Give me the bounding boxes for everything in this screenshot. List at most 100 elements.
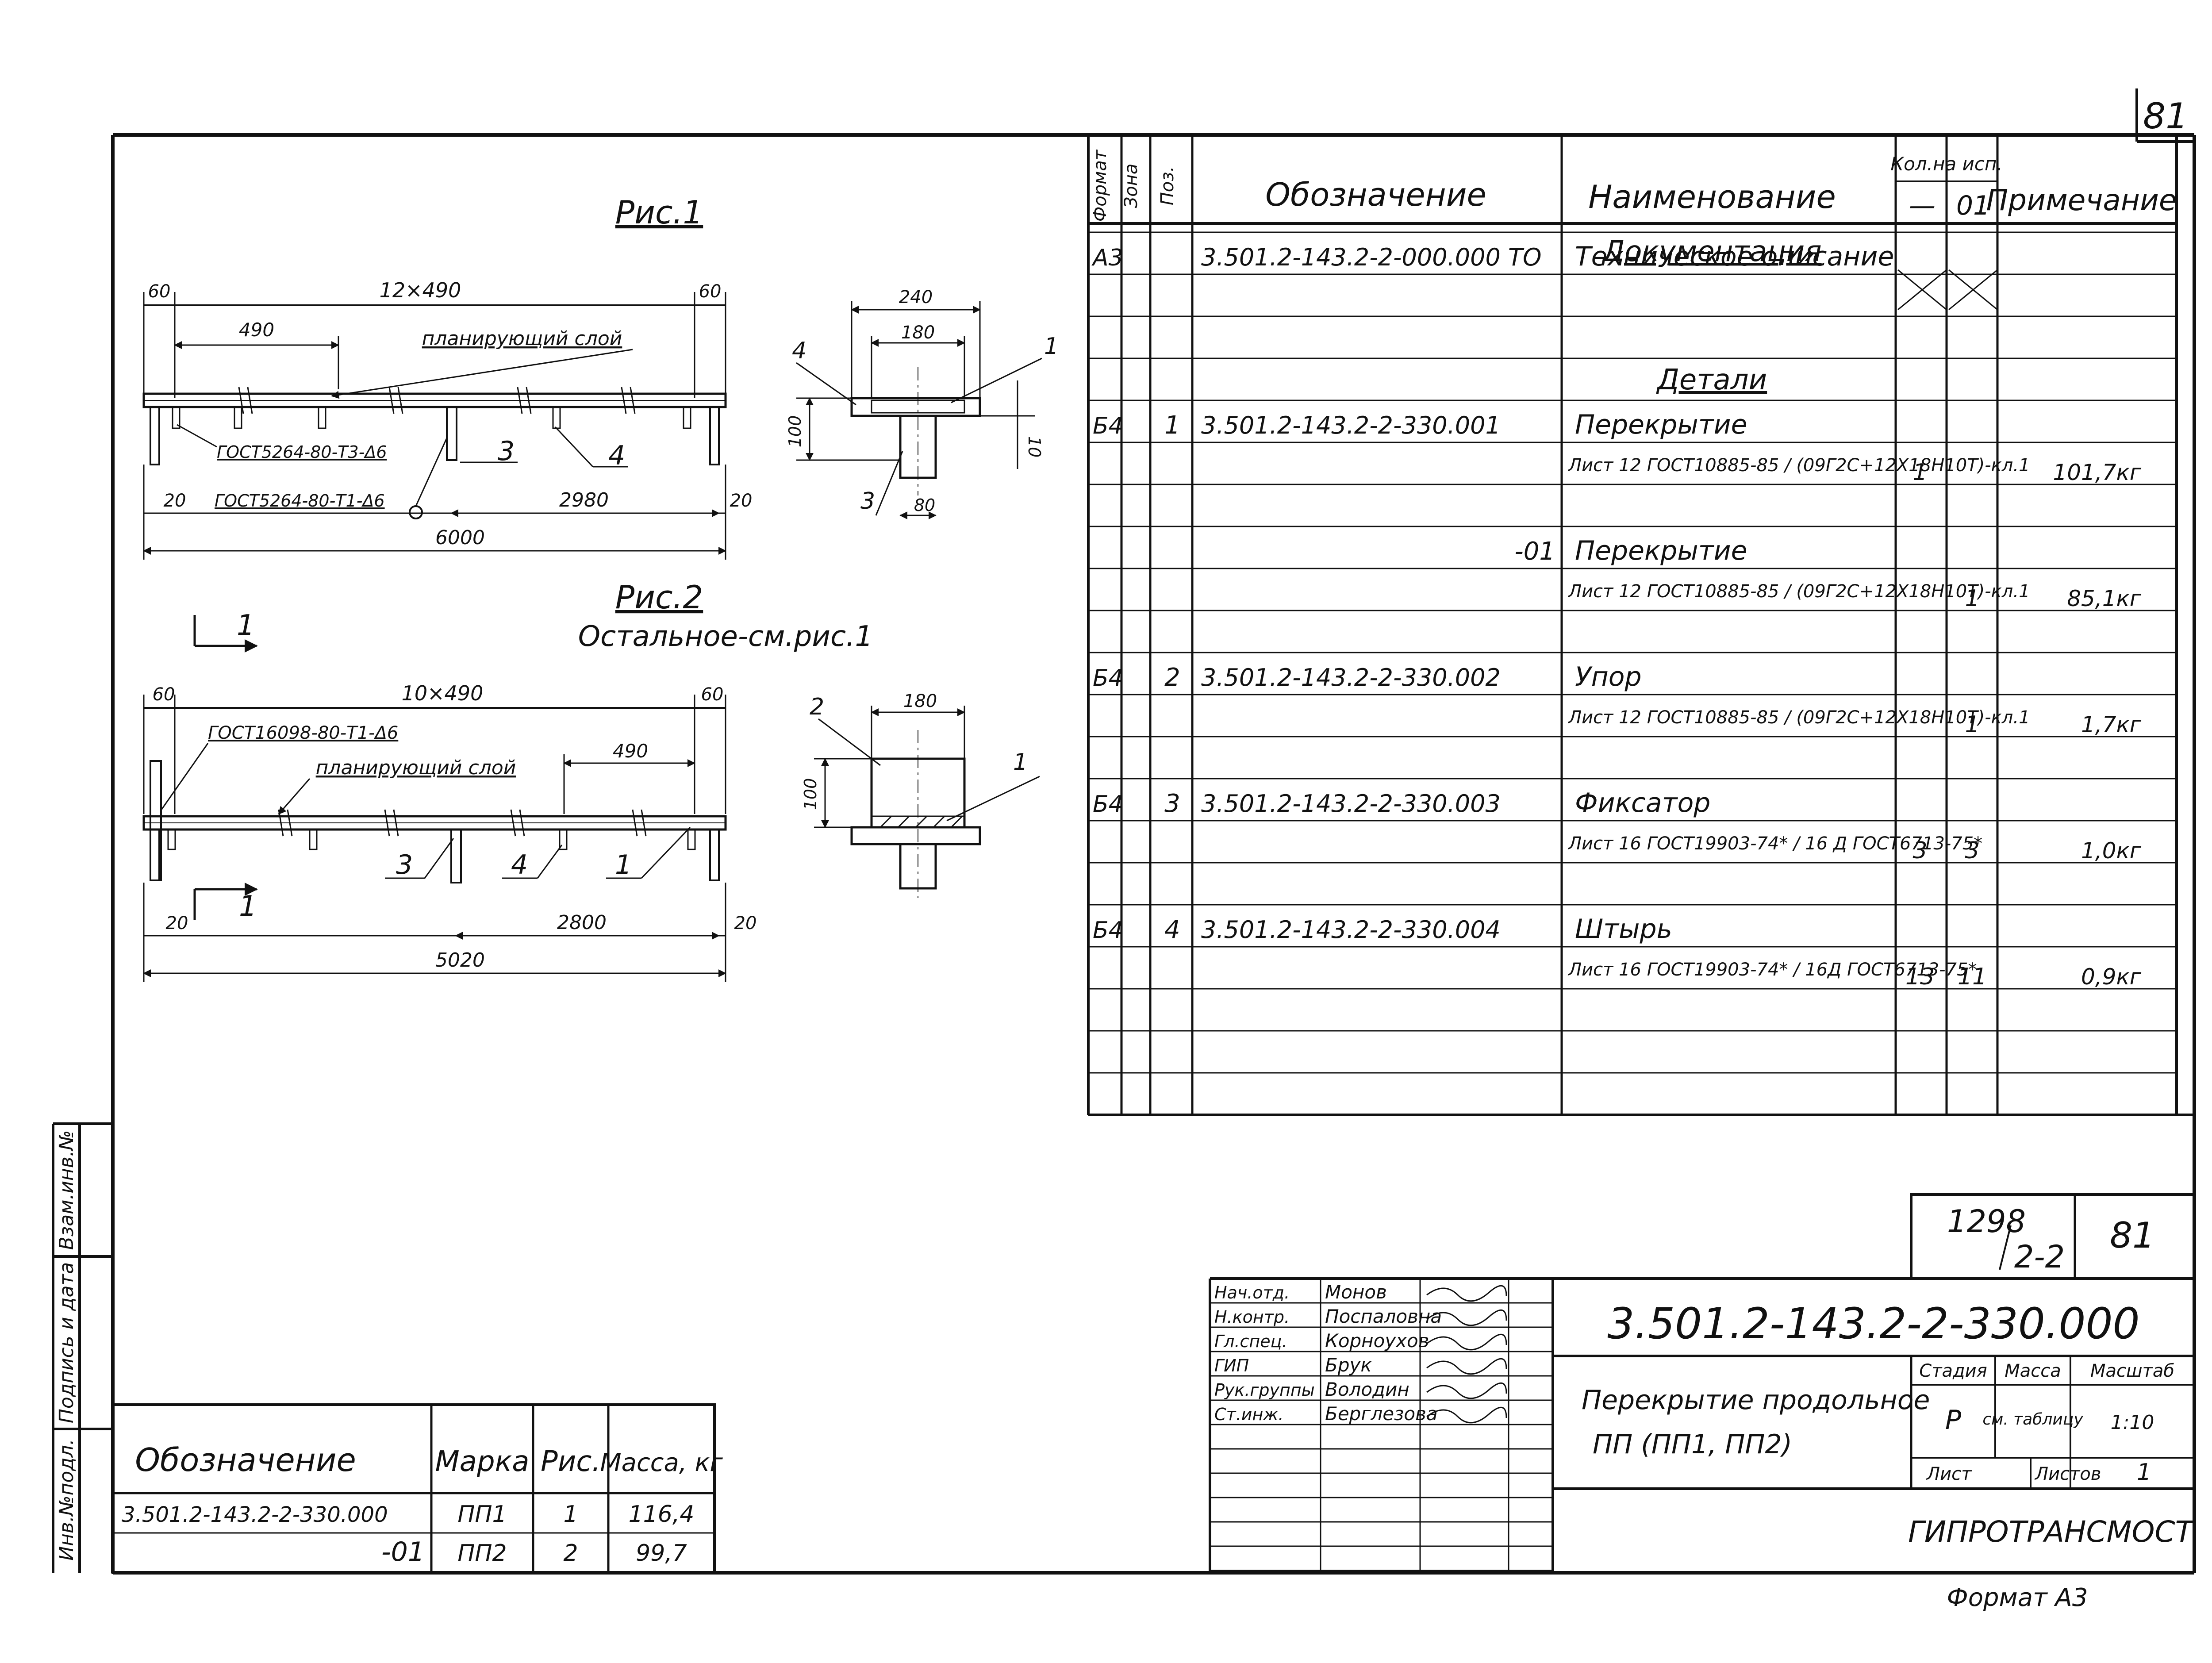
title-product-name-2: ПП (ПП1, ПП2) [1593,1429,1792,1460]
format-note: Формат А3 [1947,1583,2088,1612]
spec-row-qty-01: 1 [1965,585,1979,612]
spec-header-zone: Зона [1121,164,1141,208]
spec-row-qty-base: 13 [1905,964,1935,990]
section2-pos-2: 2 [810,694,824,720]
marks-row-mass: 116,4 [629,1501,695,1528]
scale-label: Масштаб [2090,1361,2174,1381]
fig1-dim-60-left: 60 [148,281,171,302]
spec-row-format: Б4 [1093,917,1123,944]
marks-table: Обозначение Марка Рис. Масса, кг 3.501.2… [111,1403,723,1574]
fig1-dim-20-right: 20 [730,491,753,511]
marks-header-designation: Обозначение [135,1441,356,1479]
section1-dim-180: 180 [901,323,935,343]
page-number-box: 81 [2135,88,2194,143]
fig2-weld: ГОСТ16098-80-Т1-Δ6 [208,723,398,743]
signature-role: Ст.инж. [1214,1405,1284,1424]
signature-role: Гл.спец. [1214,1332,1287,1351]
scale-value: 1:10 [2111,1411,2154,1434]
spec-row-qty-base: 3 [1912,837,1927,864]
spec-row-designation: 3.501.2-143.2-2-330.003 [1201,790,1501,818]
fig2-dim-20-left: 20 [166,913,188,933]
spec-row-format: Б4 [1093,665,1123,691]
sign-date-label: Подпись и дата [55,1262,78,1423]
section1-dim-100: 100 [785,415,805,448]
mass-label: Масса [2005,1361,2061,1381]
section2-pos-1: 1 [1013,749,1028,776]
section1-pos-1: 1 [1044,333,1059,360]
spec-row: Лист 16 ГОСТ19903-74* / 16Д ГОСТ6713-75*… [1567,960,2142,990]
signature-scribble [1426,1285,1507,1302]
signature-row: Рук.группы Володин [1214,1379,1507,1400]
spec-row-designation: 3.501.2-143.2-2-330.001 [1201,411,1501,439]
section1-dim-240: 240 [899,287,933,307]
signature-role: ГИП [1214,1356,1249,1375]
fig2-dim-2800: 2800 [557,911,607,934]
spec-header-qty: Кол.на исп. [1890,153,2002,175]
fig2-subtitle: Остальное-см.рис.1 [578,620,873,653]
spec-row-qty-01: 11 [1958,964,1987,990]
figure-1: Рис.1 60 12×490 60 490 планирующий слой … [142,194,753,560]
marks-header-mass: Масса, кг [600,1448,723,1477]
spec-row-qty-base: 1 [1912,459,1927,486]
title-product-name-1: Перекрытие продольное [1582,1385,1930,1416]
fig2-pos-1: 1 [615,849,632,880]
signature-row: Ст.инж.Берглезова [1214,1403,1507,1425]
spec-row-note: 1,7кг [2081,712,2142,737]
spec-row-qty-01: 1 [1965,711,1979,738]
left-strip: Взам.инв.№ Подпись и дата Инв.№подл. [52,1122,113,1573]
sheet-frame [111,133,2196,1575]
marks-row-mass: 99,7 [636,1540,687,1567]
fig2-title: Рис.2 [615,579,703,616]
title-sheet-number: 81 [2110,1215,2155,1256]
fig2-pos-4: 4 [511,849,528,880]
fig1-title: Рис.1 [615,194,703,231]
signature-role: Рук.группы [1214,1380,1315,1400]
spec-header-name: Наименование [1588,178,1836,215]
spec-header-designation: Обозначение [1265,176,1486,213]
fig2-dim-10x490: 10×490 [402,681,484,705]
marks-row-fig: 1 [563,1501,578,1528]
fig2-dim-60-right: 60 [701,684,724,705]
marks-header-mark: Марка [435,1445,530,1478]
spec-row: Лист 12 ГОСТ10885-85 / (09Г2С+12Х18Н10Т)… [1567,581,2142,612]
spec-header-qty-01: 01 [1956,190,1990,221]
fig1-pos-3: 3 [498,436,515,467]
spec-row-note: 85,1кг [2067,586,2142,611]
sheets-label: Листов [2034,1464,2101,1484]
spec-row-pos: 4 [1164,915,1180,944]
spec-row-designation: 3.501.2-143.2-2-000.000 ТО [1201,243,1541,271]
spec-row-designation: -01 [1515,537,1555,566]
album-sub: 2-2 [2014,1239,2065,1275]
fig1-dim-6000: 6000 [435,526,485,549]
marks-row-mark: ПП1 [457,1501,507,1528]
section2-dim-100: 100 [801,778,820,810]
fig1-pos-4: 4 [608,440,625,471]
repl-inv-label: Взам.инв.№ [55,1130,78,1250]
spec-section-parts: Детали [1656,364,1767,396]
spec-row: Лист 12 ГОСТ10885-85 / (09Г2С+12Х18Н10Т)… [1567,455,2142,486]
spec-row: Лист 12 ГОСТ10885-85 / (09Г2С+12Х18Н10Т)… [1567,707,2142,738]
marks-header-fig: Рис. [541,1445,601,1478]
fig1-dim-12x490: 12×490 [380,278,461,302]
signature-role: Нач.отд. [1214,1283,1290,1302]
fig2-cut-mark-top: 1 [237,609,255,642]
signature-name: Монов [1325,1281,1387,1303]
spec-row-name: Упор [1575,661,1642,692]
spec-header-pos: Поз. [1157,166,1178,206]
section1-dim-10: 10 [1025,436,1044,457]
title-block: 1298 2-2 81 3.501.2-143.2-2-330.000 Пере… [1088,1114,2196,1573]
signature-name: Володин [1325,1379,1409,1400]
spec-row-name: Штырь [1575,914,1672,945]
spec-row-name: Лист 16 ГОСТ19903-74* / 16 Д ГОСТ6713-75… [1567,833,1982,854]
signature-scribble [1426,1406,1507,1424]
page-number: 81 [2143,96,2188,137]
section2-dim-180: 180 [903,691,937,711]
